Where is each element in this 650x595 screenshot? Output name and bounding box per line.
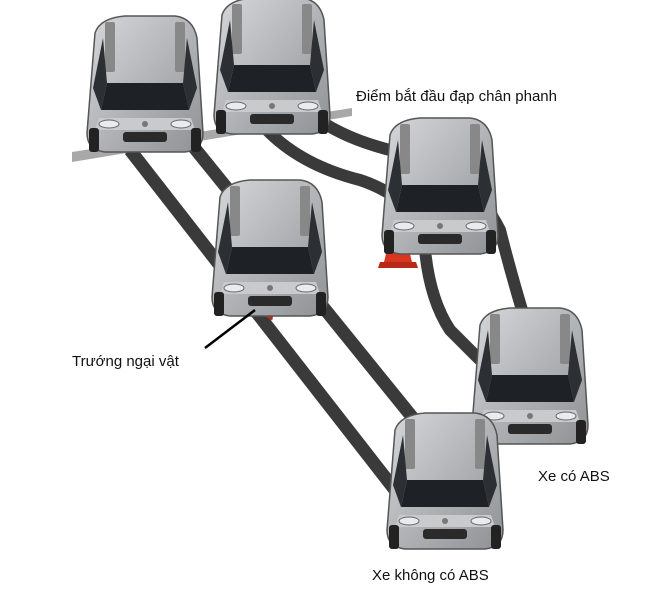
car-abs-mid: [381, 117, 499, 255]
brake-start-label: Điểm bắt đầu đạp chân phanh: [356, 88, 557, 105]
obstacle-label: Trướng ngại vật: [72, 353, 179, 370]
car-no-abs-start: [86, 15, 204, 153]
car-no-abs-mid: [211, 179, 329, 317]
car-abs-start: [213, 0, 331, 135]
car-no-abs-end: [386, 412, 504, 550]
without-abs-label: Xe không có ABS: [372, 567, 489, 584]
with-abs-label: Xe có ABS: [538, 468, 610, 485]
obstacle-pointer-line: [204, 309, 256, 349]
